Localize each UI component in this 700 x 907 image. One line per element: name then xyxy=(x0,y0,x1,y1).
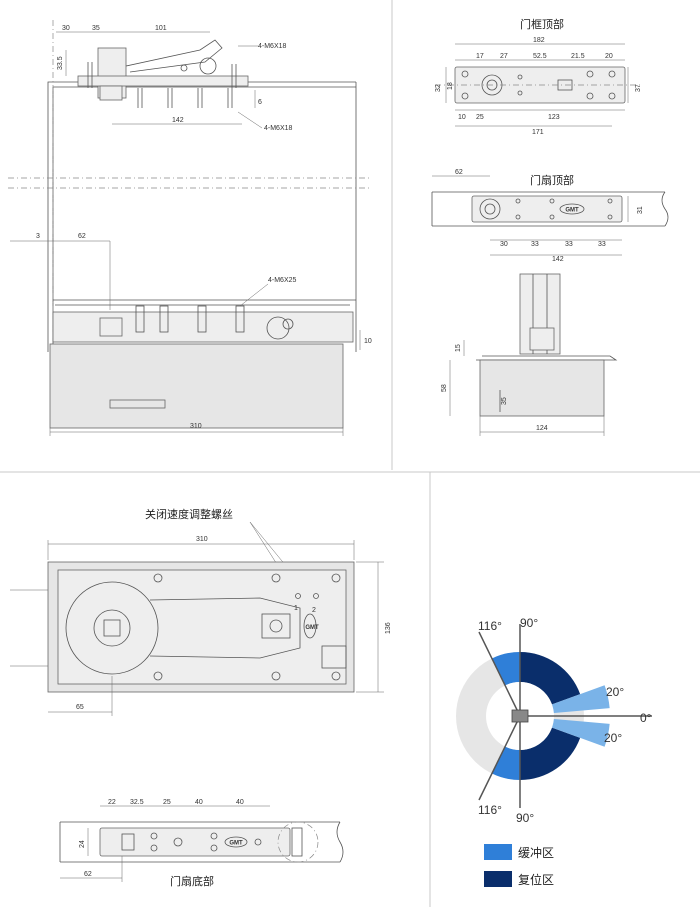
leaf-top-brand: GMT xyxy=(565,208,579,214)
buffer-zone-top xyxy=(491,652,520,686)
leaf-top-dim-33a: 33 xyxy=(531,241,539,248)
body-brand: GMT xyxy=(305,625,319,631)
dim-3: 3 xyxy=(36,233,40,240)
body-dim-310: 310 xyxy=(196,536,208,543)
frame-dim-37: 37 xyxy=(635,84,642,92)
bottom-dim-24: 24 xyxy=(79,840,86,848)
closer-side-view: 15 58 35 124 xyxy=(441,273,618,436)
callout-screws-bottom: 4-M6X25 xyxy=(268,277,297,284)
angle-label-116-bottom: 116° xyxy=(478,803,502,817)
frame-dim-52-5: 52.5 xyxy=(533,53,547,60)
leaf-top-dim-33b: 33 xyxy=(565,241,573,248)
bottom-dim-32-5: 32.5 xyxy=(130,799,144,806)
dim-10: 10 xyxy=(364,338,372,345)
bottom-dim-40b: 40 xyxy=(236,799,244,806)
bottom-dim-40a: 40 xyxy=(195,799,203,806)
frame-dim-17: 17 xyxy=(476,53,484,60)
bottom-dim-22: 22 xyxy=(108,799,116,806)
pivot-block xyxy=(511,709,529,723)
leaf-top-dim-142: 142 xyxy=(552,256,564,263)
leaf-bottom-view: 门扇底部 GMT 22 32.5 25 40 40 24 62 xyxy=(59,799,344,888)
leaf-bottom-title: 门扇底部 xyxy=(170,874,214,888)
callout-screws-top: 4-M6X18 xyxy=(258,43,287,50)
adjust-screw-marker-1: 1 xyxy=(294,605,298,612)
dim-101: 101 xyxy=(155,25,167,32)
dim-310: 310 xyxy=(190,423,202,430)
frame-dim-27: 27 xyxy=(500,53,508,60)
leaf-top-dim-30: 30 xyxy=(500,241,508,248)
legend-label-reset: 复位区 xyxy=(518,872,554,887)
dim-35: 35 xyxy=(92,25,100,32)
legend-label-buffer: 缓冲区 xyxy=(518,845,554,860)
leaf-bottom-brand: GMT xyxy=(229,841,243,847)
bottom-dim-62: 62 xyxy=(84,871,92,878)
installation-elevation: 30 35 101 33.5 142 6 3 62 10 310 4-M6X18… xyxy=(8,20,372,436)
angle-label-90-bottom: 90° xyxy=(516,811,534,825)
legend-swatch-reset xyxy=(484,871,512,887)
side-dim-15: 15 xyxy=(455,344,462,352)
dim-62: 62 xyxy=(78,233,86,240)
dim-142: 142 xyxy=(172,117,184,124)
angle-label-116-top: 116° xyxy=(478,619,502,633)
angle-label-20-bottom: 20° xyxy=(604,731,622,745)
leaf-top-view: 门扇顶部 GMT 62 31 30 33 33 33 142 xyxy=(431,169,669,263)
frame-dim-182: 182 xyxy=(533,37,545,44)
speed-adjust-title: 关闭速度调整螺丝 xyxy=(145,507,233,521)
frame-top-view: 门框顶部 182 17 27 52.5 21.5 20 32 18 37 10 xyxy=(435,17,642,136)
leaf-top-dim-33c: 33 xyxy=(598,241,606,248)
dim-30: 30 xyxy=(62,25,70,32)
angle-line-116-top xyxy=(478,631,521,717)
dim-6: 6 xyxy=(258,99,262,106)
buffer-zone-bottom xyxy=(491,746,520,780)
frame-dim-20: 20 xyxy=(605,53,613,60)
frame-dim-123: 123 xyxy=(548,114,560,121)
side-dim-124: 124 xyxy=(536,425,548,432)
frame-dim-18: 18 xyxy=(447,82,454,90)
bottom-dim-25: 25 xyxy=(163,799,171,806)
frame-dim-32: 32 xyxy=(435,84,442,92)
body-dim-65: 65 xyxy=(76,704,84,711)
adjust-screw-marker-2: 2 xyxy=(312,607,316,614)
side-dim-35: 35 xyxy=(501,397,508,405)
legend-swatch-buffer xyxy=(484,844,512,860)
angle-label-0: 0° xyxy=(640,711,652,725)
reset-zone-top xyxy=(520,652,581,705)
frame-dim-10: 10 xyxy=(458,114,466,121)
frame-dim-25: 25 xyxy=(476,114,484,121)
reset-zone-bottom xyxy=(520,727,581,780)
leaf-top-dim-31: 31 xyxy=(637,206,644,214)
closer-body-top-view: 关闭速度调整螺丝 1 2 GMT 310 xyxy=(10,507,392,716)
angle-label-20-top: 20° xyxy=(606,685,624,699)
frame-top-title: 门框顶部 xyxy=(520,17,564,31)
side-dim-58: 58 xyxy=(441,384,448,392)
body-dim-136: 136 xyxy=(385,622,392,634)
leaf-top-dim-62: 62 xyxy=(455,169,463,176)
leaf-top-title: 门扇顶部 xyxy=(530,173,574,187)
frame-dim-21-5: 21.5 xyxy=(571,53,585,60)
callout-screws-mid: 4-M6X18 xyxy=(264,125,293,132)
angle-line-116-bottom xyxy=(478,715,521,801)
frame-dim-171: 171 xyxy=(532,129,544,136)
opening-angle-chart: 116° 90° 20° 0° 20° 116° 90° 缓冲区 复位区 xyxy=(456,616,652,887)
dim-33-5: 33.5 xyxy=(57,56,64,70)
angle-label-90-top: 90° xyxy=(520,616,538,630)
